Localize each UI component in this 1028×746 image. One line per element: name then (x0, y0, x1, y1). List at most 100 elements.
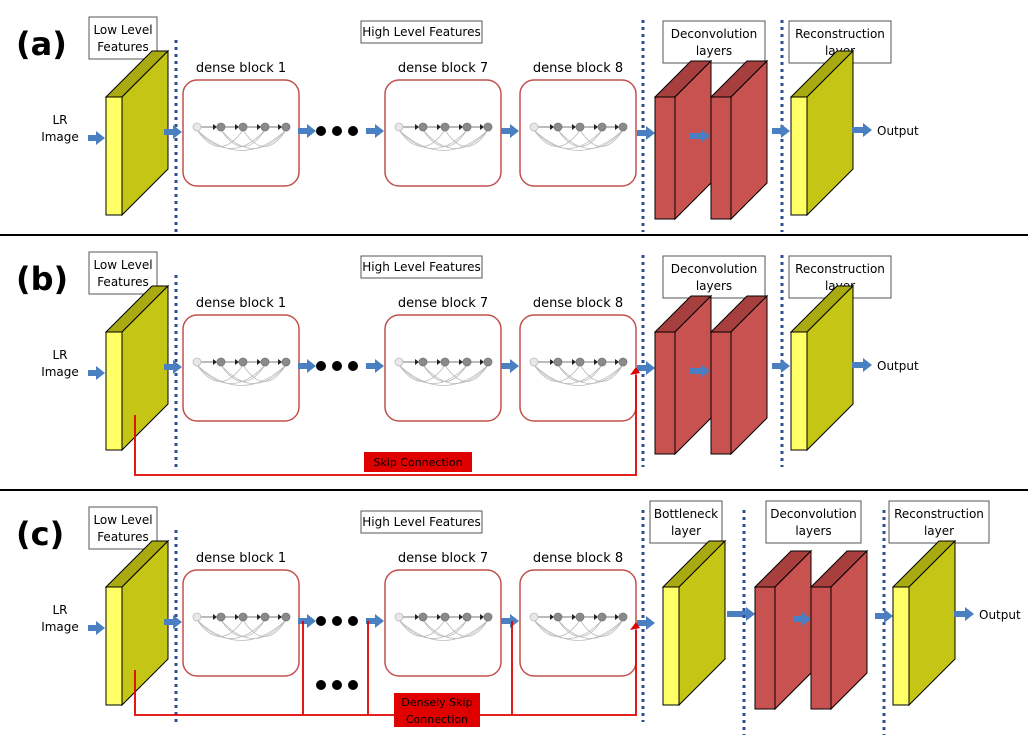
flow-arrow (501, 359, 519, 373)
dense-connection (557, 129, 624, 149)
flow-arrow (88, 366, 105, 380)
edge-arrowhead (594, 614, 598, 620)
dense-connection (220, 364, 287, 384)
layer-node (238, 122, 248, 132)
dense-connection (557, 619, 624, 639)
dense-block-label: dense block 8 (533, 61, 623, 76)
edge-arrowhead (437, 614, 441, 620)
edge-arrowhead (550, 359, 554, 365)
dense-connection (444, 129, 489, 147)
dense-connection (242, 364, 287, 382)
edge-arrowhead (437, 359, 441, 365)
dense-connection (557, 364, 624, 384)
dense-connection (533, 619, 603, 639)
high-level-features-label-text: High Level Features (362, 260, 480, 274)
high-level-features-label-text: High Level Features (362, 515, 480, 529)
dense-block-7 (384, 569, 502, 677)
layer-node (575, 357, 585, 367)
layer-node (483, 612, 493, 622)
dense-connection (579, 364, 624, 382)
dense-connection (220, 619, 287, 639)
edge-arrowhead (415, 359, 419, 365)
layer-node (281, 357, 291, 367)
layer-node (238, 612, 248, 622)
deconv-layer-1 (653, 294, 713, 456)
edge-arrowhead (235, 359, 239, 365)
edge-arrowhead (278, 359, 282, 365)
edge-arrowhead (459, 614, 463, 620)
layer-node (260, 357, 270, 367)
dense-block-label: dense block 8 (533, 551, 623, 566)
flow-arrow (954, 607, 974, 621)
edge-arrowhead (257, 124, 261, 130)
flow-arrow (164, 615, 182, 629)
layer-node (462, 122, 472, 132)
low-level-feature-map (104, 539, 170, 707)
layer-node (618, 612, 628, 622)
layer-node (394, 357, 404, 367)
layer-node (192, 122, 202, 132)
flow-arrow (501, 124, 519, 138)
dense-block-label: dense block 1 (196, 61, 286, 76)
dense-connection (398, 619, 489, 641)
layer-node (553, 357, 563, 367)
dense-connection (444, 619, 489, 637)
flow-arrow (875, 609, 893, 623)
layer-node (529, 357, 539, 367)
edge-arrowhead (235, 124, 239, 130)
dense-block-label: dense block 7 (398, 551, 488, 566)
layer-node (529, 122, 539, 132)
edge-arrowhead (278, 614, 282, 620)
edge-arrowhead (615, 614, 619, 620)
dense-block-label: dense block 1 (196, 551, 286, 566)
layer-node (192, 612, 202, 622)
dense-connection (398, 619, 468, 639)
dense-connection (196, 129, 287, 151)
dense-connection (196, 619, 266, 639)
ellipsis-dots (316, 616, 358, 626)
edge-arrowhead (213, 614, 217, 620)
layer-node (394, 122, 404, 132)
dense-block-1 (182, 569, 300, 677)
reconstruction-feature-map (891, 539, 957, 707)
flow-arrow (690, 364, 710, 378)
flow-arrow (637, 616, 655, 630)
edge-arrowhead (550, 124, 554, 130)
flow-arrow (852, 358, 872, 372)
dense-connection (533, 619, 624, 641)
dense-connection (242, 619, 287, 637)
ellipsis-dots (316, 680, 358, 690)
flow-arrow (501, 614, 519, 628)
flow-arrow (298, 614, 316, 628)
layer-node (618, 357, 628, 367)
flow-arrow (852, 123, 872, 137)
layer-node (597, 357, 607, 367)
output-label: Output (877, 124, 919, 138)
edge-arrowhead (615, 124, 619, 130)
dense-connection (398, 364, 489, 386)
edge-arrowhead (572, 359, 576, 365)
layer-node (281, 122, 291, 132)
flow-arrow (366, 359, 384, 373)
layer-node (553, 612, 563, 622)
flow-arrow (637, 126, 655, 140)
flow-arrow (164, 360, 182, 374)
edge-arrowhead (480, 614, 484, 620)
panel-label: (b) (16, 260, 68, 298)
high-level-features-label: High Level Features (360, 20, 483, 44)
dense-connection (242, 129, 287, 147)
flow-arrow (772, 359, 790, 373)
skip-arrowhead (630, 367, 640, 375)
layer-node (394, 612, 404, 622)
layer-node (216, 612, 226, 622)
